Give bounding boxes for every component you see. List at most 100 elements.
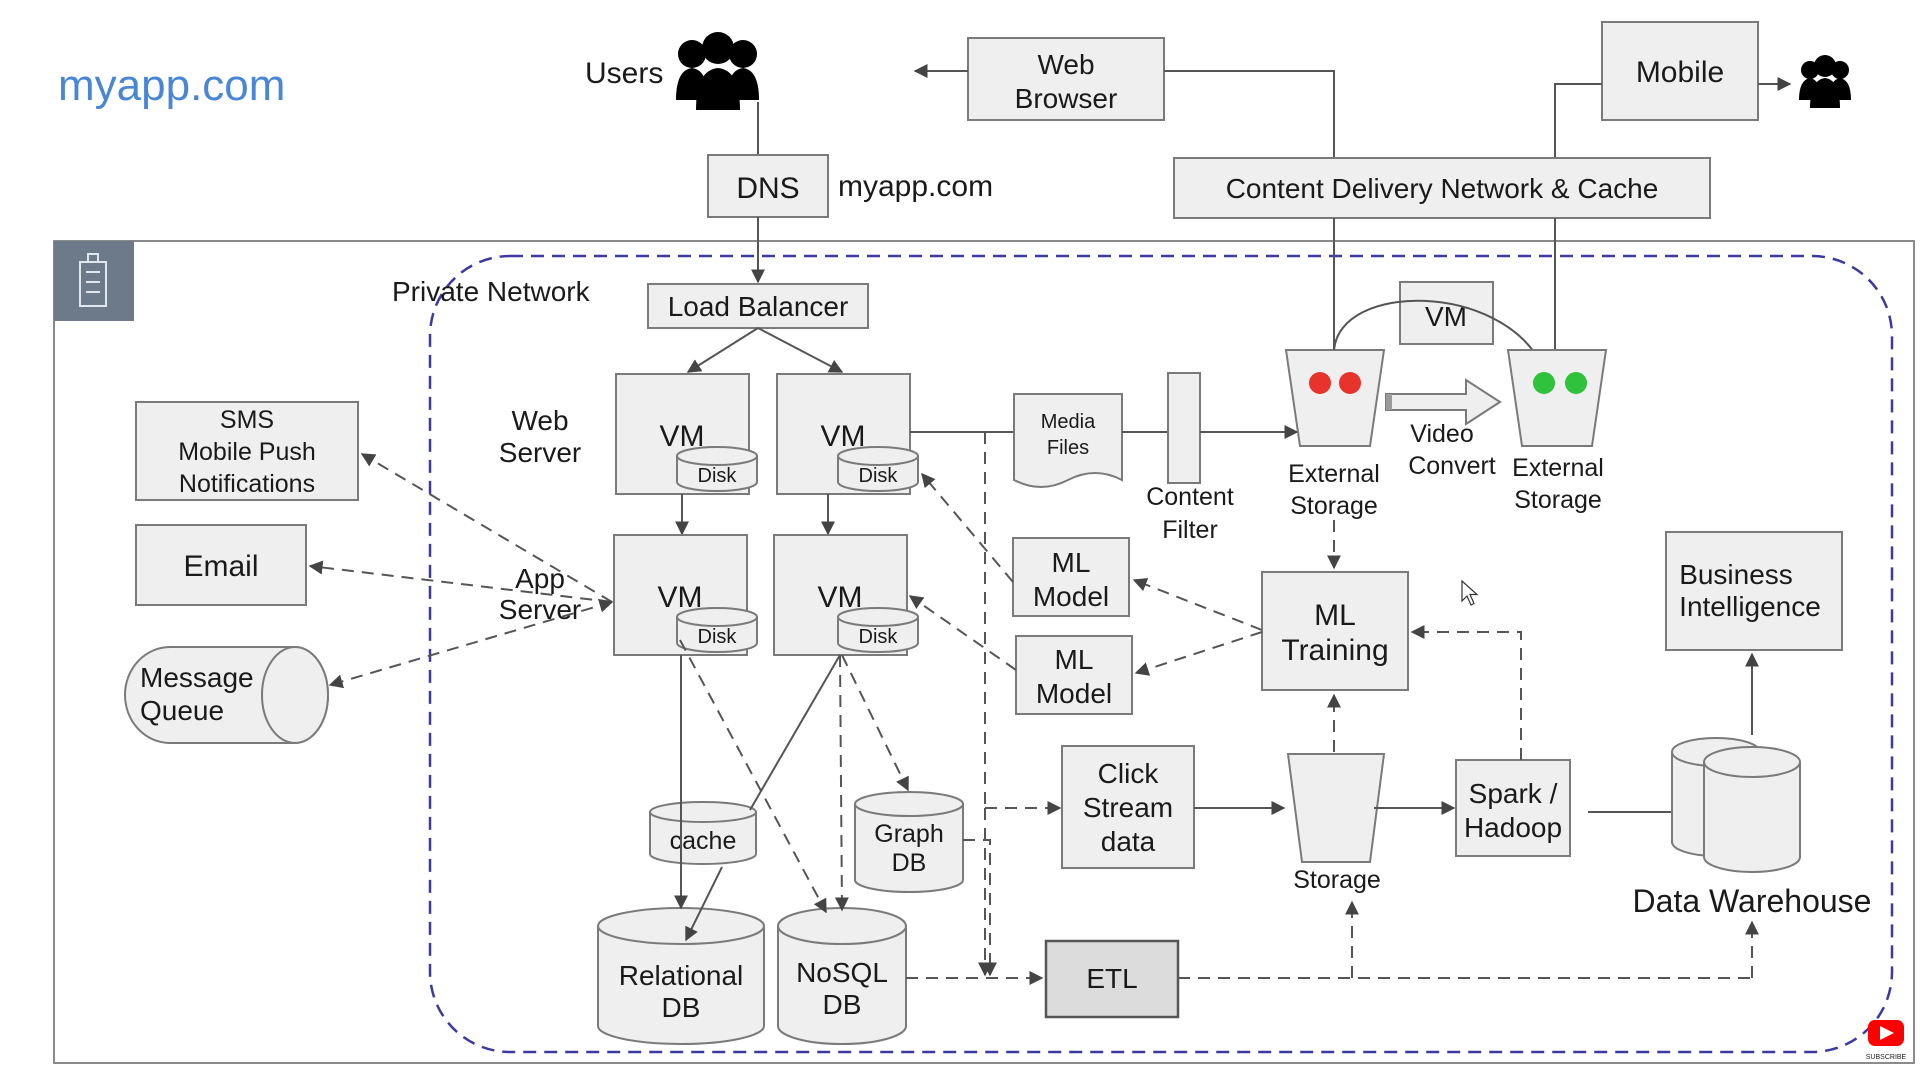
sms-line2: Mobile Push bbox=[178, 438, 316, 466]
app-vm-1-disk: Disk bbox=[676, 607, 758, 653]
storage-label: Storage bbox=[1293, 866, 1381, 894]
model-to-web-vm-arrow bbox=[921, 472, 1014, 583]
datacenter-frame bbox=[53, 240, 1915, 1064]
bi-line1: Business bbox=[1679, 559, 1793, 590]
message-queue-cylinder bbox=[124, 646, 329, 744]
web-server-label-line2: Server bbox=[499, 437, 581, 468]
load-balancer-label: Load Balancer bbox=[668, 291, 849, 322]
web-vm-2-disk: Disk bbox=[837, 446, 919, 492]
spark-hadoop-line2: Hadoop bbox=[1464, 812, 1562, 843]
app-vm1-to-nosql-arrow bbox=[679, 639, 827, 914]
click-stream-line1: Click bbox=[1098, 758, 1160, 789]
lb-to-vm1-arrow bbox=[686, 327, 759, 373]
relational-db-line2: DB bbox=[662, 992, 701, 1023]
training-to-model2-arrow bbox=[1134, 631, 1263, 676]
bi-line2: Intelligence bbox=[1679, 591, 1821, 622]
external-storage-2 bbox=[1506, 349, 1608, 447]
model-to-app-vm-arrow bbox=[908, 595, 1017, 671]
status-red-dot-1 bbox=[1309, 372, 1331, 394]
app-queue-arrow bbox=[328, 598, 614, 689]
data-warehouse-label: Data Warehouse bbox=[1633, 883, 1872, 919]
video-convert-line1: Video bbox=[1410, 420, 1474, 448]
sms-line3: Notifications bbox=[179, 470, 315, 498]
spark-to-training-arrow bbox=[1410, 625, 1522, 760]
nosql-db-line1: NoSQL bbox=[796, 957, 888, 988]
cdn-label: Content Delivery Network & Cache bbox=[1226, 173, 1659, 204]
cache-to-relational-arrow bbox=[685, 866, 723, 942]
building-icon bbox=[54, 241, 134, 321]
message-queue-line1: Message bbox=[140, 662, 254, 693]
web-server-label-line1: Web bbox=[511, 405, 568, 436]
dns-box bbox=[707, 154, 829, 218]
content-filter-line2: Filter bbox=[1162, 516, 1218, 544]
ml-model-2-box bbox=[1015, 635, 1133, 715]
relational-db-cylinder bbox=[597, 907, 765, 1045]
web-browser-line1: Web bbox=[1037, 49, 1094, 80]
content-filter-line1: Content bbox=[1146, 483, 1234, 511]
graph-db-line1: Graph bbox=[874, 820, 943, 848]
ml-training-box bbox=[1261, 571, 1409, 691]
youtube-subscribe-icon[interactable]: SUBSCRIBE bbox=[1866, 1020, 1907, 1061]
ml-model-1-line1: ML bbox=[1052, 547, 1091, 578]
dns-domain-label: myapp.com bbox=[838, 170, 993, 203]
ml-model-1-box bbox=[1012, 537, 1130, 617]
status-green-dot-1 bbox=[1533, 372, 1555, 394]
load-balancer-box bbox=[647, 283, 869, 329]
external-storage-2-line2: Storage bbox=[1514, 486, 1602, 514]
spark-hadoop-line1: Spark / bbox=[1469, 778, 1558, 809]
video-convert-line2: Convert bbox=[1408, 452, 1496, 480]
mobile-label: Mobile bbox=[1636, 56, 1724, 89]
media-files-line1: Media bbox=[1041, 411, 1096, 433]
dns-label: DNS bbox=[736, 172, 799, 205]
web-vm-1-disk: Disk bbox=[676, 446, 758, 492]
media-files-doc bbox=[1013, 393, 1123, 488]
app-vm2-to-nosql-arrow bbox=[834, 654, 849, 912]
mobile-to-cdn-line bbox=[1554, 83, 1602, 158]
nosql-db-cylinder bbox=[777, 907, 907, 1045]
ml-model-2-line1: ML bbox=[1055, 644, 1094, 675]
click-stream-line3: data bbox=[1101, 826, 1156, 857]
click-stream-line2: Stream bbox=[1083, 792, 1173, 823]
app-vm2-to-cache-line bbox=[749, 654, 841, 811]
mobile-users-icon bbox=[1799, 55, 1851, 108]
ml-training-line1: ML bbox=[1314, 599, 1356, 632]
private-network-label: Private Network bbox=[392, 276, 591, 307]
app-to-email-arrow bbox=[308, 560, 613, 603]
app-to-sms-arrow bbox=[360, 453, 613, 603]
sms-box bbox=[135, 401, 359, 501]
cdn-box bbox=[1173, 157, 1711, 219]
media-files-line2: Files bbox=[1047, 437, 1089, 459]
app-server-label-line1: App bbox=[515, 563, 565, 594]
training-to-model1-arrow bbox=[1132, 578, 1263, 631]
external-storage-1 bbox=[1284, 349, 1386, 447]
convert-curve-arrow bbox=[1333, 299, 1543, 367]
email-box bbox=[135, 524, 307, 606]
sms-line1: SMS bbox=[220, 406, 274, 434]
app-vm-2-label: VM bbox=[818, 581, 863, 614]
svg-text:Disk: Disk bbox=[859, 626, 899, 648]
subscribe-label[interactable]: SUBSCRIBE bbox=[1866, 1054, 1907, 1061]
external-storage-2-line1: External bbox=[1512, 454, 1604, 482]
ml-model-2-line2: Model bbox=[1036, 678, 1112, 709]
etl-box bbox=[1044, 939, 1180, 1019]
app-server-label-line2: Server bbox=[499, 594, 581, 625]
svg-text:Disk: Disk bbox=[859, 465, 899, 487]
app-vm2-to-graph-arrow bbox=[841, 654, 909, 792]
graph-db-line2: DB bbox=[892, 849, 927, 877]
web-browser-line2: Browser bbox=[1015, 83, 1118, 114]
web-browser-box bbox=[967, 37, 1165, 121]
relational-db-line1: Relational bbox=[619, 960, 744, 991]
spark-hadoop-box bbox=[1455, 759, 1571, 857]
video-convert-arrow bbox=[1385, 378, 1502, 426]
nosql-db-line2: DB bbox=[823, 989, 862, 1020]
ml-training-line2: Training bbox=[1281, 634, 1388, 667]
mobile-box bbox=[1601, 21, 1759, 121]
graph-to-etl-arrow bbox=[963, 839, 997, 977]
browser-to-cdn-line bbox=[1164, 70, 1335, 158]
etl-label: ETL bbox=[1086, 963, 1137, 994]
app-vm-2-disk: Disk bbox=[837, 607, 919, 653]
convert-vm-box bbox=[1399, 281, 1494, 345]
status-red-dot-2 bbox=[1339, 372, 1361, 394]
